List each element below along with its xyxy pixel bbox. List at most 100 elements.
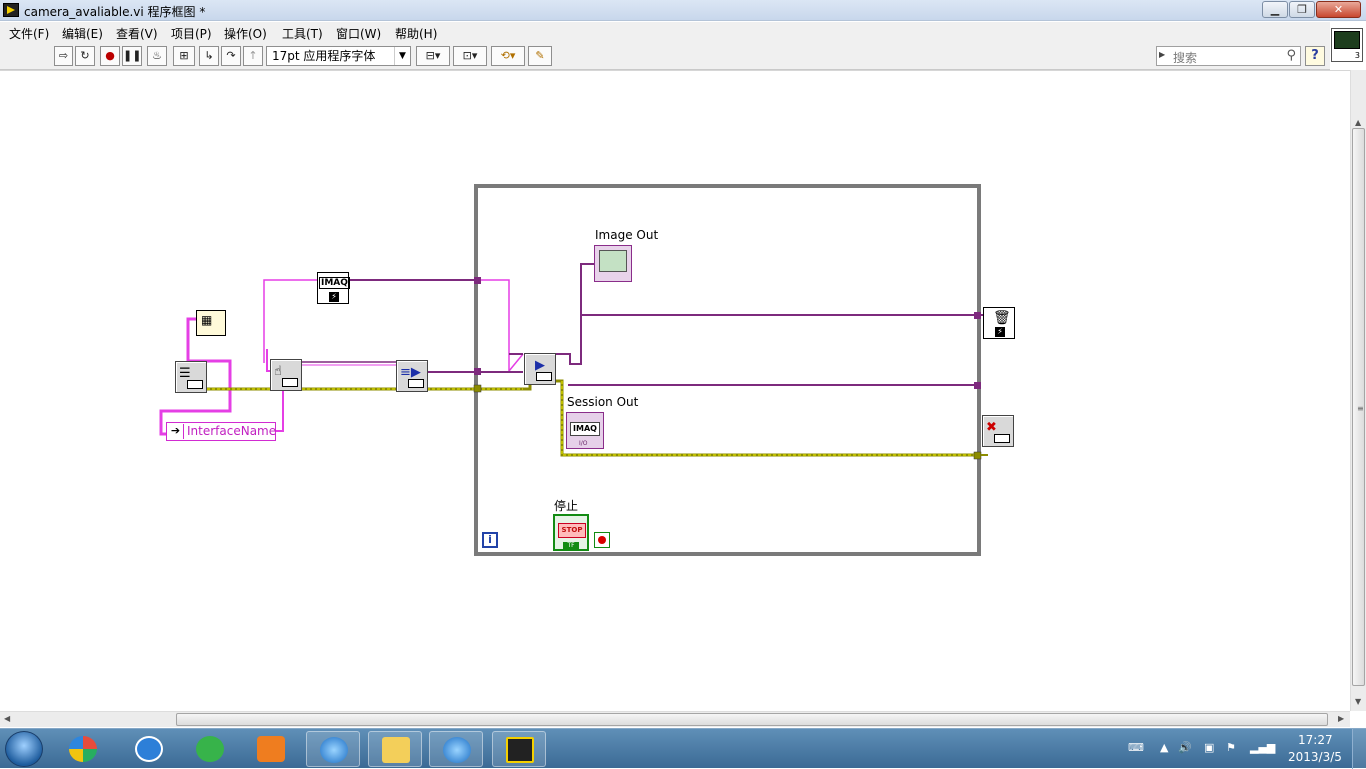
labview-icon[interactable] xyxy=(492,731,546,767)
string-wire[interactable] xyxy=(159,317,232,436)
show-desktop-button[interactable] xyxy=(1352,729,1366,769)
trash-icon: 🗑 xyxy=(993,310,1011,326)
horizontal-scroll-thumb[interactable] xyxy=(176,713,1328,726)
taskbar: ⌨ ▲ 🔊 ▣ ⚑ ▂▄▆ 17:27 2013/3/5 xyxy=(0,728,1366,769)
font-selector[interactable]: 17pt 应用程序字体 ▼ xyxy=(266,46,411,66)
vertical-scrollbar[interactable]: ▲ ≡ ▼ xyxy=(1350,70,1366,711)
interface-name-constant[interactable]: ▦ xyxy=(196,310,226,336)
configure-icon: ≡▶ xyxy=(400,365,421,380)
close-button[interactable]: ✕ xyxy=(1316,1,1361,18)
io-tag: I/O xyxy=(579,440,588,447)
loop-tunnel[interactable] xyxy=(473,384,482,393)
image-out-indicator[interactable] xyxy=(594,245,632,282)
abort-icon[interactable]: ● xyxy=(100,46,120,66)
menu-view[interactable]: 查看(V) xyxy=(116,27,158,41)
update-icon[interactable] xyxy=(183,731,237,767)
step-over-icon[interactable]: ↷ xyxy=(221,46,241,66)
stop-button-terminal[interactable]: STOP TF xyxy=(553,514,589,551)
menu-help[interactable]: 帮助(H) xyxy=(395,27,438,41)
show-hidden-icons-icon[interactable]: ▲ xyxy=(1160,741,1169,754)
font-selector-value: 17pt 应用程序字体 xyxy=(272,49,376,63)
scroll-down-icon[interactable]: ▼ xyxy=(1355,697,1362,706)
windows-app-icon[interactable] xyxy=(56,731,110,767)
chevron-down-icon: ▼ xyxy=(394,47,410,65)
table-icon: ▦ xyxy=(201,313,213,327)
menu-tools[interactable]: 工具(T) xyxy=(282,27,323,41)
camera-icon xyxy=(536,372,552,381)
menu-project[interactable]: 项目(P) xyxy=(171,27,212,41)
interfacename-control[interactable]: ➔ InterfaceName xyxy=(166,422,276,441)
imaq-create-vi[interactable]: IMAQ ⚡ xyxy=(317,272,350,304)
retain-wire-values-icon[interactable]: ⊞ xyxy=(173,46,195,66)
step-out-icon[interactable]: ↑ xyxy=(243,46,263,66)
scroll-left-icon[interactable]: ◀ xyxy=(4,714,11,723)
play-icon: ▶ xyxy=(535,358,545,373)
loop-tunnel[interactable] xyxy=(474,368,481,375)
clock-date[interactable]: 2013/3/5 xyxy=(1288,750,1342,764)
scroll-right-icon[interactable]: ▶ xyxy=(1338,714,1345,723)
stop-label: 停止 xyxy=(554,499,579,513)
start-button[interactable] xyxy=(5,731,43,767)
menu-edit[interactable]: 编辑(E) xyxy=(62,27,103,41)
imaq-close-camera-vi[interactable]: ✖ xyxy=(982,415,1014,447)
image-out-wire[interactable] xyxy=(556,263,594,365)
labview-app-icon xyxy=(3,3,19,17)
align-objects-icon[interactable]: ⊟▾ xyxy=(416,46,450,66)
ie-icon-2[interactable] xyxy=(429,731,483,767)
session-wire[interactable] xyxy=(556,379,976,457)
interfacename-label: InterfaceName xyxy=(187,424,277,438)
step-into-icon[interactable]: ↳ xyxy=(199,46,219,66)
close-x-icon: ✖ xyxy=(986,420,997,435)
menu-operate[interactable]: 操作(O) xyxy=(224,27,267,41)
imaq-grab-vi[interactable]: ▶ xyxy=(524,353,556,385)
search-input[interactable]: ▶ 搜索 ⚲ xyxy=(1156,46,1301,66)
session-wire[interactable] xyxy=(207,381,532,391)
imaq-const-label: IMAQ xyxy=(319,277,350,289)
reorder-icon[interactable]: ⟲▾ xyxy=(491,46,525,66)
network-icon[interactable]: ▂▄▆ xyxy=(1250,741,1276,754)
loop-condition-terminal[interactable] xyxy=(594,532,610,548)
menu-file[interactable]: 文件(F) xyxy=(9,27,50,41)
horizontal-scrollbar[interactable]: ◀ ▶ xyxy=(0,711,1350,727)
video-player-icon[interactable] xyxy=(122,731,176,767)
file-explorer-icon[interactable] xyxy=(368,731,422,767)
device-icon[interactable]: ▣ xyxy=(1204,741,1215,754)
distribute-objects-icon[interactable]: ⊡▾ xyxy=(453,46,487,66)
scroll-grip-icon: ≡ xyxy=(1357,404,1364,413)
volume-icon[interactable]: 🔊 xyxy=(1178,741,1192,754)
restore-button[interactable]: ❐ xyxy=(1289,1,1315,18)
imaq-enumerate-cameras-vi[interactable]: ☰ xyxy=(175,361,207,393)
cleanup-diagram-icon[interactable]: ✎ xyxy=(528,46,552,66)
media-icon[interactable] xyxy=(244,731,298,767)
loop-tunnel[interactable] xyxy=(974,312,981,319)
imaq-open-camera-vi[interactable]: ☝ xyxy=(270,359,302,391)
clock-time[interactable]: 17:27 xyxy=(1298,733,1333,747)
search-placeholder: 搜索 xyxy=(1173,51,1198,65)
ie-icon[interactable] xyxy=(306,731,360,767)
imaq-image-wire[interactable] xyxy=(263,279,524,374)
menu-window[interactable]: 窗口(W) xyxy=(336,27,382,41)
run-arrow-icon[interactable]: ⇨ xyxy=(54,46,73,66)
imaq-dispose-vi[interactable]: 🗑 ⚡ xyxy=(983,307,1015,339)
vi-icon[interactable]: 3 xyxy=(1331,28,1363,62)
session-out-indicator[interactable]: IMAQ I/O xyxy=(566,412,604,449)
vertical-scroll-thumb[interactable]: ≡ xyxy=(1352,128,1365,686)
loop-tunnel[interactable] xyxy=(474,277,481,284)
keyboard-icon[interactable]: ⌨ xyxy=(1128,741,1144,754)
title-bar: camera_avaliable.vi 程序框图 * ▁ ❐ ✕ xyxy=(0,0,1366,21)
context-help-button[interactable]: ? xyxy=(1305,46,1325,66)
loop-tunnel[interactable] xyxy=(973,451,982,460)
scroll-up-icon[interactable]: ▲ xyxy=(1355,118,1362,127)
minimize-button[interactable]: ▁ xyxy=(1262,1,1288,18)
window-title: camera_avaliable.vi 程序框图 * xyxy=(24,5,206,19)
run-continuously-icon[interactable]: ↻ xyxy=(75,46,95,66)
camera-icon xyxy=(187,380,203,389)
pause-icon[interactable]: ❚❚ xyxy=(122,46,142,66)
loop-tunnel[interactable] xyxy=(974,382,981,389)
block-diagram-canvas[interactable]: ▦ ☰ ➔ InterfaceName ☝ IMAQ ⚡ ≡▶ ▶ Image … xyxy=(0,70,1350,711)
arrow-right-icon: ➔ xyxy=(168,424,184,439)
highlight-execution-icon[interactable]: ♨ xyxy=(147,46,167,66)
iteration-terminal[interactable]: i xyxy=(482,532,498,548)
imaq-configure-grab-vi[interactable]: ≡▶ xyxy=(396,360,428,392)
flag-icon[interactable]: ⚑ xyxy=(1226,741,1236,754)
